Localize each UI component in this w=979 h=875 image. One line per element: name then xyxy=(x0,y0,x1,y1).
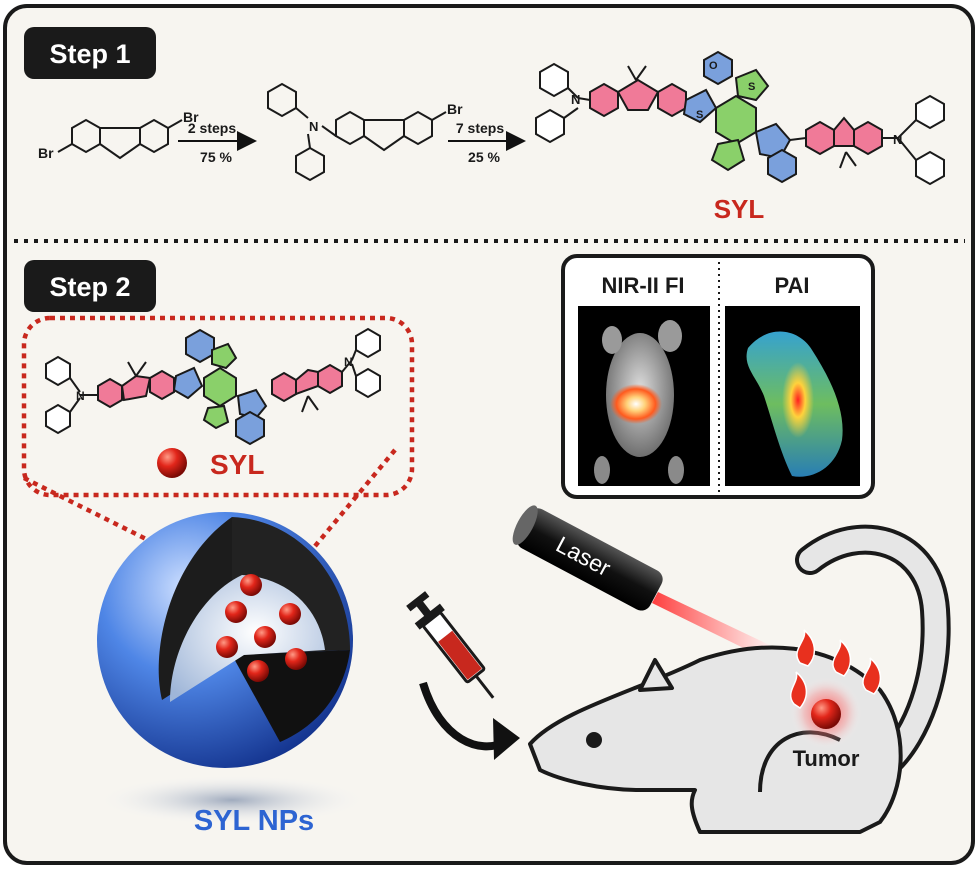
laser-beam xyxy=(652,592,780,662)
pai-title: PAI xyxy=(774,273,809,298)
mouse-ear xyxy=(638,658,674,692)
tumor xyxy=(811,699,841,729)
step1-label: Step 1 xyxy=(49,39,130,69)
molecule-atom-n-right: N xyxy=(344,355,353,369)
syl-product-structure xyxy=(535,50,945,186)
syl-nanoparticle xyxy=(92,512,372,826)
arrow2-yield: 25 % xyxy=(468,149,500,165)
nanoparticle-cargo xyxy=(216,574,307,682)
syl-molecule-structure xyxy=(45,327,381,446)
step1-panel: Step 1 Br Br 2 steps 75 % N Br xyxy=(24,27,945,224)
nanoparticle-label: SYL NPs xyxy=(194,805,314,837)
product-atom-o: O xyxy=(709,60,718,72)
product-atom-s-btd: S xyxy=(748,81,755,93)
syringe xyxy=(406,591,495,699)
intermediate-atom-n: N xyxy=(309,119,318,134)
nir-fi-title: NIR-II FI xyxy=(601,273,684,298)
mouse-eye xyxy=(586,732,602,748)
product-atom-s-thiophene: S xyxy=(696,109,703,121)
syl-callout-box xyxy=(21,315,415,498)
step1-badge xyxy=(24,27,156,79)
intermediate-structure xyxy=(267,82,447,182)
arrow1-steps: 2 steps xyxy=(188,120,236,136)
nanoparticle-shadow xyxy=(92,774,372,826)
step2-label: Step 2 xyxy=(49,272,130,302)
syl-product-label: SYL xyxy=(714,194,765,224)
nir-fi-image xyxy=(578,306,710,486)
pai-image xyxy=(725,306,860,486)
syl-legend-ball xyxy=(157,448,187,478)
intermediate-atom-br: Br xyxy=(447,101,463,117)
product-atom-n-left: N xyxy=(571,92,580,107)
reactant-atom-br-left: Br xyxy=(38,145,54,161)
step2-panel: Step 2 N xyxy=(21,254,951,837)
syl-legend-label: SYL xyxy=(210,449,264,480)
step2-badge xyxy=(24,260,156,312)
injection-arrowhead xyxy=(493,718,520,760)
product-atom-n-right: N xyxy=(893,132,902,147)
arrow1-yield: 75 % xyxy=(200,149,232,165)
arrow2-steps: 7 steps xyxy=(456,120,504,136)
callout-line-right xyxy=(274,448,397,595)
heat-icon xyxy=(789,629,882,709)
reactant-atom-br-right: Br xyxy=(183,109,199,125)
tumor-label: Tumor xyxy=(793,746,860,771)
mouse-tail xyxy=(799,528,947,771)
reactant-structure xyxy=(57,118,183,160)
molecule-atom-n-left: N xyxy=(76,389,85,403)
